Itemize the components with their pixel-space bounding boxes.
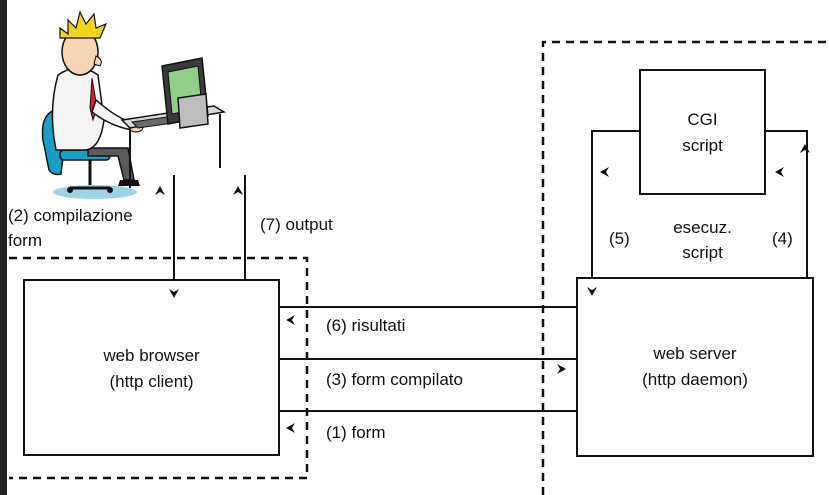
left-edge-bar xyxy=(0,0,7,495)
server-dashed-region xyxy=(541,40,829,495)
step6-label: (6) risultati xyxy=(326,316,406,335)
client-dashed-region xyxy=(9,256,309,480)
web-server-label: web server xyxy=(653,344,737,363)
arrowhead-left-icon xyxy=(600,167,609,177)
step1-label: (1) form xyxy=(326,423,386,442)
cgi-script-box xyxy=(639,69,766,195)
arrowhead-right-icon xyxy=(557,364,566,374)
step4-label: (4) xyxy=(772,229,793,248)
http-client-label: (http client) xyxy=(109,372,194,391)
exec-script-label: esecuz. xyxy=(673,218,732,237)
arrowhead-down-icon xyxy=(587,287,597,296)
step2-label: (2) compilazione xyxy=(8,206,133,225)
exec-script-label-line2: script xyxy=(682,243,723,262)
step3-label: (3) form compilato xyxy=(326,370,463,389)
arrowhead-up-icon xyxy=(155,186,165,195)
arrowhead-left-icon xyxy=(286,423,295,433)
web-browser-label: web browser xyxy=(103,346,200,365)
cgi-loop-left xyxy=(591,130,640,278)
step7-label: (7) output xyxy=(260,215,333,234)
step5-label: (5) xyxy=(609,229,630,248)
cgi-label: CGI xyxy=(687,110,718,129)
cgi-script-label: script xyxy=(682,136,723,155)
step2-label-line2: form xyxy=(8,231,42,250)
web-server-box xyxy=(576,277,814,457)
http-daemon-label: (http daemon) xyxy=(642,370,748,389)
cgi-loop-right xyxy=(765,130,808,278)
web-browser-box xyxy=(23,279,280,456)
arrowhead-down-icon xyxy=(169,289,179,298)
arrowhead-left-icon xyxy=(286,315,295,325)
arrowhead-up-icon xyxy=(233,186,243,195)
arrowhead-left-icon xyxy=(775,167,784,177)
user-at-computer-icon xyxy=(41,10,227,199)
arrowhead-up-icon xyxy=(800,144,810,153)
